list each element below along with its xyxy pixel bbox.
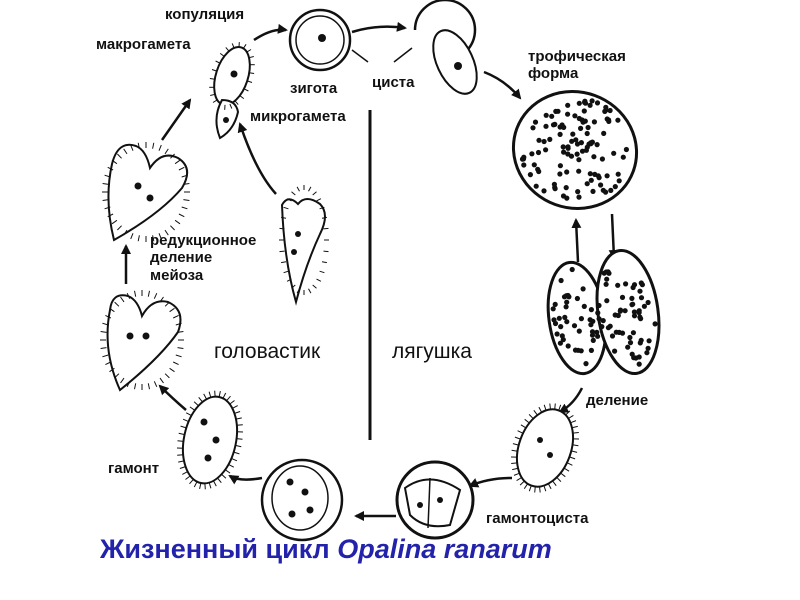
- label-zygote: зигота: [290, 80, 338, 97]
- label-division: деление: [586, 392, 649, 409]
- label-cyst: циста: [372, 74, 415, 91]
- gamont-tadpole-cell: [176, 390, 244, 490]
- label-reductional-division: редукционное деление мейоза: [150, 232, 257, 284]
- caption-species: Opalina ranarum: [337, 534, 552, 564]
- gamont-frog-cell: [510, 403, 580, 493]
- arrow-trophic-to-division: [608, 213, 619, 260]
- arrow-to-macrogamete: [160, 98, 192, 141]
- arrow-microgamete-up: [237, 122, 277, 195]
- label-trophic-form: трофическая форма: [528, 48, 626, 83]
- arrow-gamont-to-gamontocyst: [468, 476, 513, 488]
- heart-cell-upper: [102, 142, 190, 242]
- zygote-cell: [288, 8, 352, 72]
- arrow-gamont-to-heart: [158, 384, 187, 411]
- arrow-division-to-trophic: [571, 218, 582, 263]
- microgamete-heart-cell: [279, 185, 329, 306]
- dividing-cell: [546, 248, 661, 376]
- diagram-caption: Жизненный цикл Opalina ranarum: [100, 534, 552, 565]
- arrow-cyst-to-trophic: [483, 70, 522, 100]
- arrow-to-copulation: [253, 23, 288, 42]
- gamontocyst-cell: [395, 460, 475, 540]
- copulation-pair: [209, 42, 255, 140]
- label-microgamete: микрогамета: [250, 108, 346, 125]
- label-copulation: копуляция: [165, 6, 245, 23]
- trophic-form-cell: [511, 90, 639, 210]
- cyst-cell: [351, 0, 478, 95]
- arrow-to-gamont: [228, 474, 263, 485]
- arrow-zygote-to-cyst: [351, 21, 407, 34]
- heart-cell-lower: [100, 290, 184, 392]
- label-tadpole: головастик: [214, 340, 321, 363]
- cycle-arrows: [121, 21, 619, 521]
- arrow-division-to-gamont: [558, 387, 584, 414]
- label-frog: лягушка: [392, 340, 472, 363]
- label-gamontocyst: гамонтоциста: [486, 510, 589, 527]
- caption-prefix: Жизненный цикл: [100, 534, 338, 564]
- label-gamont: гамонт: [108, 460, 160, 477]
- label-macrogamete: макрогамета: [96, 36, 191, 53]
- cyst-bottom-cell: [260, 458, 344, 542]
